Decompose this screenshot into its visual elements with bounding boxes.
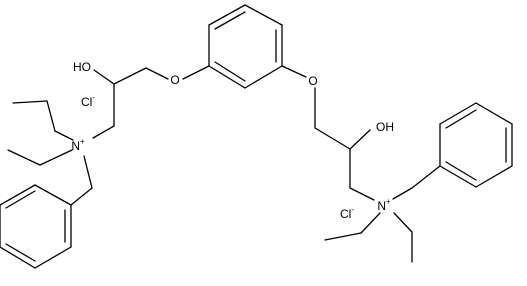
right-ether-chain — [281, 65, 375, 201]
hydroxyl-left: HO — [73, 60, 91, 74]
hydroxyl-right: OH — [376, 120, 394, 134]
ether-oxygen-right: O — [308, 74, 317, 88]
nitrogen-left: N+ — [71, 137, 85, 153]
central-benzene-ring — [208, 4, 283, 89]
left-ether-chain — [92, 65, 210, 139]
left-phenyl-ring — [0, 184, 72, 269]
chloride-right: Cl- — [340, 205, 354, 221]
left-ammonium-bonds — [7, 100, 93, 206]
nitrogen-right: N+ — [377, 197, 391, 213]
chloride-left: Cl- — [81, 93, 95, 109]
right-ammonium-bonds — [324, 165, 441, 263]
ether-oxygen-left: O — [170, 73, 179, 87]
right-phenyl-ring — [439, 102, 513, 188]
